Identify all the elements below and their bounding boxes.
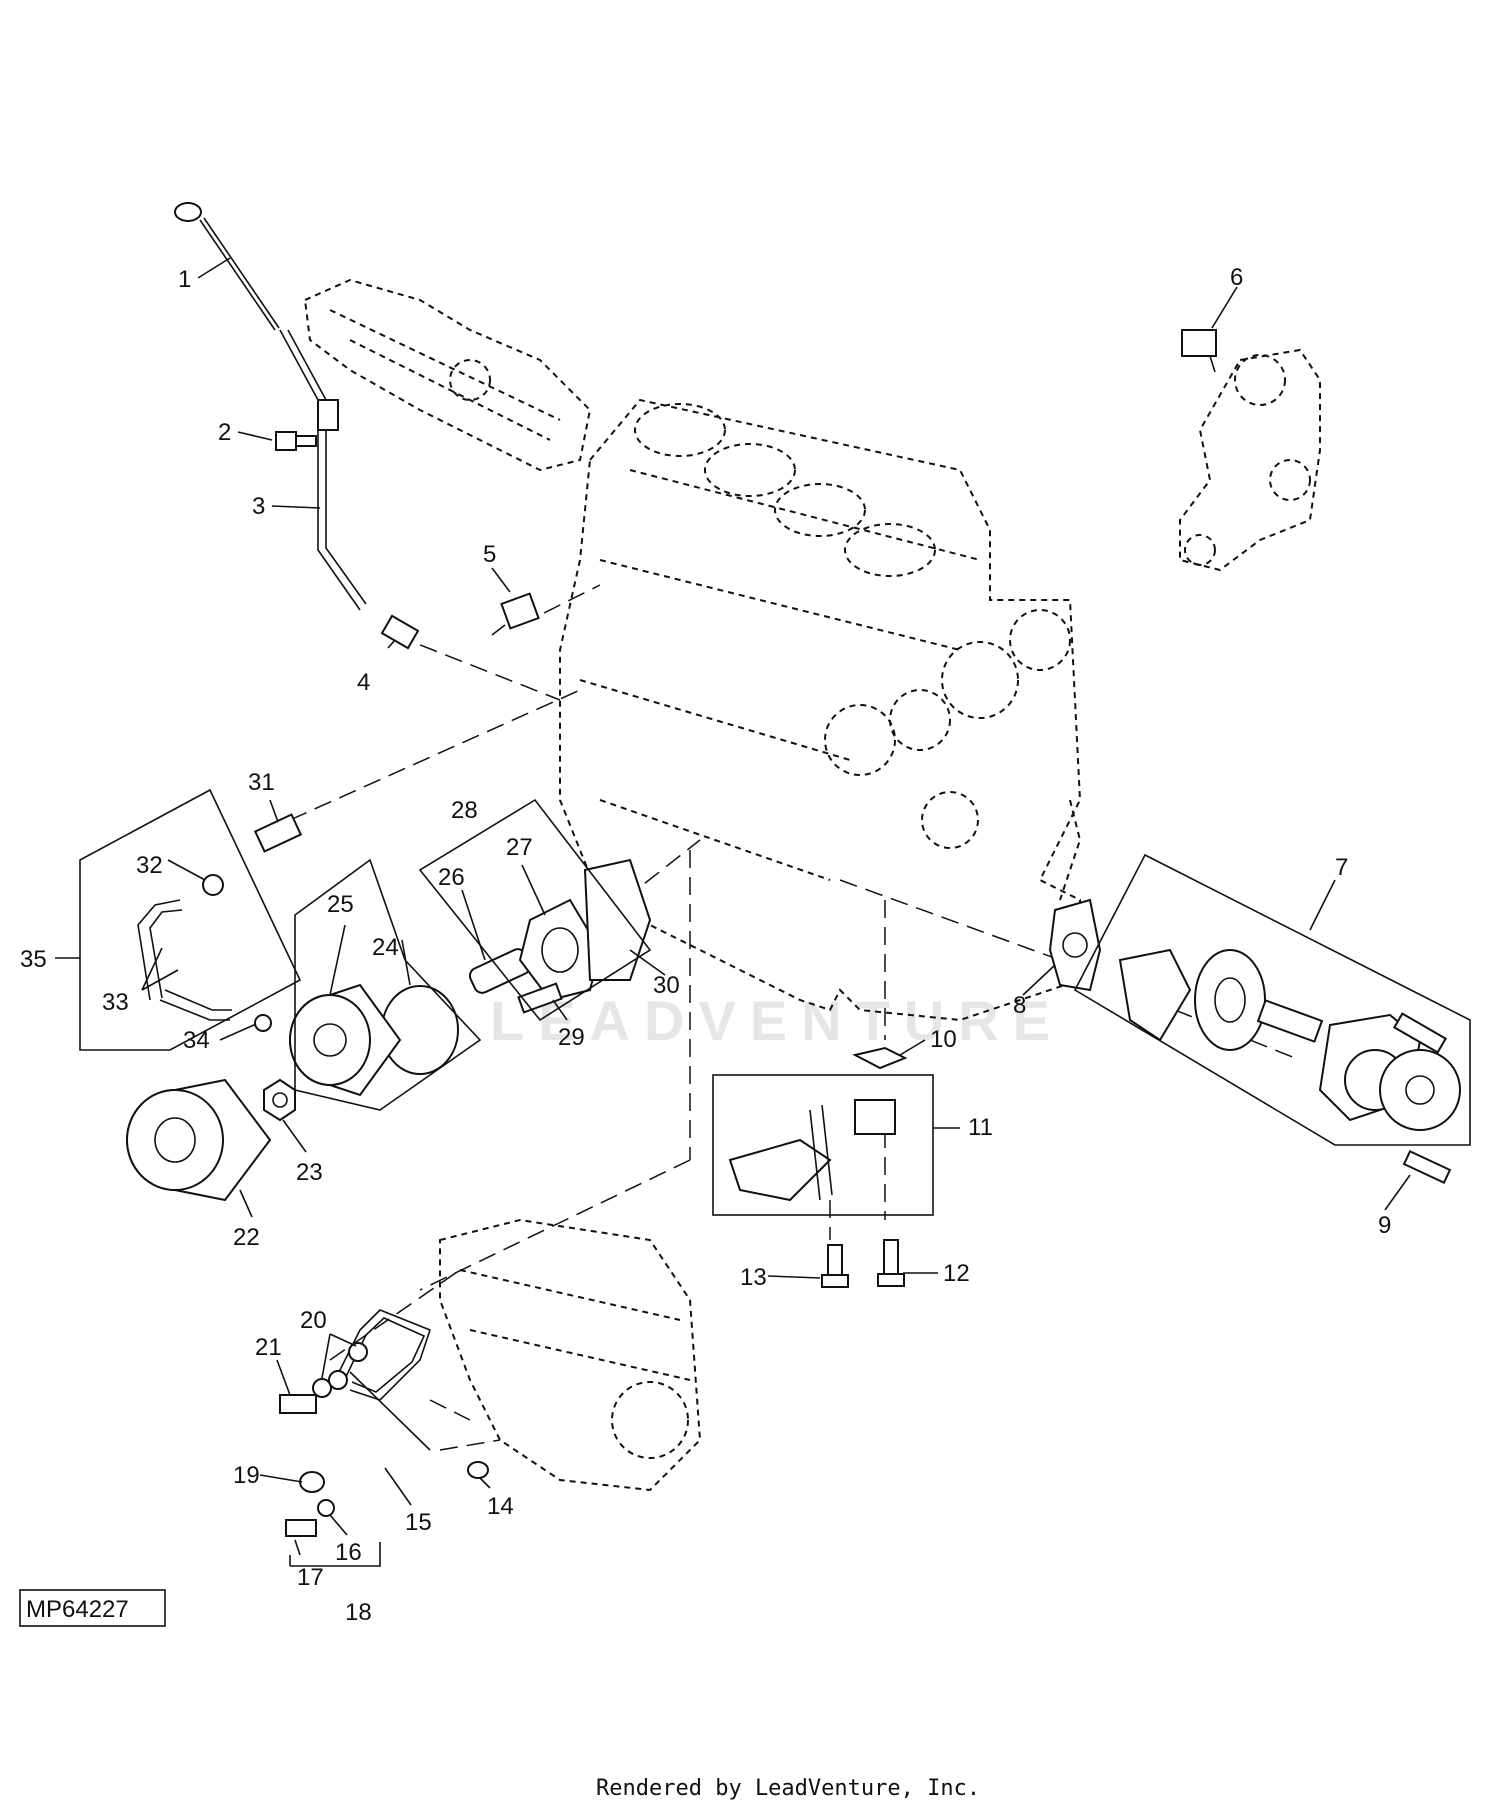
callout-22: 22 [233,1224,260,1251]
callout-7: 7 [1335,854,1348,881]
hose-33 [137,899,232,1021]
oil-cooler [289,983,402,1097]
lower-block-outline [439,1218,702,1492]
clamp-32 [202,874,224,896]
dipstick [174,202,280,331]
callout-9: 9 [1378,1212,1391,1239]
callout-21: 21 [255,1334,282,1361]
bolt-2 [275,431,317,451]
callout-18: 18 [345,1599,372,1626]
elbow-fitting [1181,329,1217,373]
oil-strainer [728,1099,896,1202]
bolt-12 [877,1239,905,1287]
callout-33: 33 [102,989,129,1016]
gasket-8 [1048,898,1102,992]
callout-31: 31 [248,769,275,796]
bolt-13 [821,1244,849,1288]
bolt-21 [279,1394,317,1414]
washer-14 [467,1461,489,1479]
group-18-bracket [289,1542,381,1567]
relief-valve-housing [518,898,602,1002]
callout-25: 25 [327,891,354,918]
oil-filter [126,1078,272,1202]
leader-lines [55,257,1411,1556]
callout-14: 14 [487,1493,514,1520]
washers-20 [312,1342,368,1398]
o-ring-10 [852,1046,908,1070]
callout-2: 2 [218,419,231,446]
callout-20: 20 [300,1307,327,1334]
callout-19: 19 [233,1462,260,1489]
pressure-switch [491,592,540,636]
callout-15: 15 [405,1509,432,1536]
callout-35: 35 [20,946,47,973]
oil-pipe-15 [334,1309,431,1451]
callout-11: 11 [968,1114,993,1141]
bolt-17 [285,1519,317,1537]
callout-labels: 1 2 3 4 5 6 7 8 9 10 11 12 13 14 15 16 1… [20,264,1391,1626]
callout-4: 4 [357,669,370,696]
figure-id: MP64227 [26,1596,129,1623]
callout-10: 10 [930,1026,957,1053]
nut-23 [263,1078,296,1122]
dipstick-tube [279,329,367,611]
group-7-bracket [1073,853,1471,1146]
callout-24: 24 [372,934,399,961]
callout-16: 16 [335,1539,362,1566]
washer-16 [317,1499,335,1517]
callout-8: 8 [1013,992,1026,1019]
callout-28: 28 [451,797,478,824]
engine-block-outline [559,398,1082,1022]
callout-5: 5 [483,541,496,568]
bolt-29 [517,982,563,1014]
housing-outline [1179,348,1321,572]
oil-pump-assembly [1118,948,1461,1131]
callout-26: 26 [438,864,465,891]
callout-30: 30 [653,972,680,999]
callout-12: 12 [943,1260,970,1287]
callout-3: 3 [252,493,265,520]
fitting-4 [380,614,420,650]
callout-17: 17 [297,1564,324,1591]
group-28-bracket [418,798,652,1022]
callout-34: 34 [183,1027,210,1054]
bolt-9 [1402,1150,1452,1184]
clamp-34 [254,1014,272,1032]
callout-13: 13 [740,1264,767,1291]
fitting-31 [253,813,303,853]
group-35-bracket [79,788,302,1051]
nut-19 [299,1471,325,1493]
manifold-outline [303,278,592,472]
render-credit: Rendered by LeadVenture, Inc. [596,1776,980,1801]
callout-1: 1 [178,266,191,293]
callout-29: 29 [558,1024,585,1051]
callout-27: 27 [506,834,533,861]
callout-23: 23 [296,1159,323,1186]
gasket-30 [583,858,652,981]
group-11-bracket [712,1074,934,1216]
callout-6: 6 [1230,264,1243,291]
figure-id-box [19,1589,166,1627]
callout-32: 32 [136,852,163,879]
